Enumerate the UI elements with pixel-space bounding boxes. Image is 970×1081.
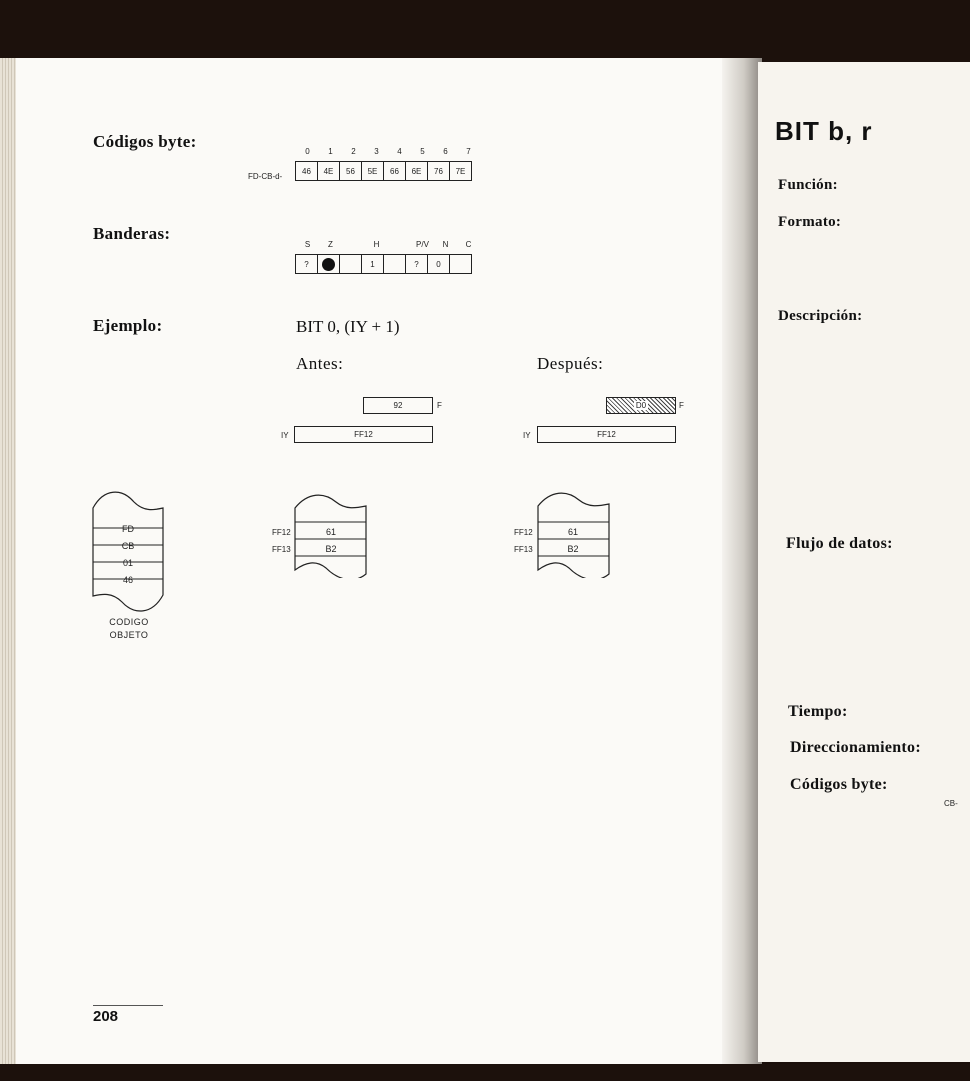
flag-name: N xyxy=(442,240,449,249)
column-number: 2 xyxy=(351,147,356,156)
descripcion-label: Descripción: xyxy=(778,308,863,324)
instruction-example: BIT 0, (IY + 1) xyxy=(296,317,400,336)
object-code-byte: FD xyxy=(122,524,134,534)
byte-code-cell: 7E xyxy=(449,161,472,181)
ejemplo-label: Ejemplo: xyxy=(93,316,163,335)
memory-value: 61 xyxy=(567,527,578,537)
memory-address: FF13 xyxy=(514,545,533,554)
object-code-byte: 46 xyxy=(122,575,133,585)
set-bit-dot-icon xyxy=(322,257,335,271)
memory-address: FF12 xyxy=(514,528,533,537)
iy-register-label: IY xyxy=(281,431,289,440)
antes-label: Antes: xyxy=(296,354,344,373)
column-number: 0 xyxy=(305,147,310,156)
byte-code-cell: 46 xyxy=(295,161,318,181)
iy-register-after: FF12 xyxy=(537,426,676,443)
direccionamiento-label: Direccionamiento: xyxy=(790,739,921,756)
right-page xyxy=(758,62,970,1062)
byte-code-cell: 56 xyxy=(339,161,362,181)
f-register-before: 92 xyxy=(363,397,433,414)
object-code-memory-outline xyxy=(92,491,164,612)
object-code-byte: CB xyxy=(121,541,135,551)
banderas-label: Banderas: xyxy=(93,224,171,243)
byte-code-cell: 5E xyxy=(361,161,384,181)
memory-before-outline xyxy=(294,494,367,578)
flag-name: Z xyxy=(328,240,333,249)
formato-label: Formato: xyxy=(778,214,842,230)
flag-cell-blank xyxy=(383,254,406,274)
page-number-rule xyxy=(93,1005,163,1006)
flag-cell-pv: ? xyxy=(405,254,428,274)
left-page xyxy=(8,58,750,1068)
page-number: 208 xyxy=(93,1008,119,1025)
memory-address: FF13 xyxy=(272,545,291,554)
memory-value: B2 xyxy=(325,544,337,554)
flag-name xyxy=(342,240,365,252)
memory-value: B2 xyxy=(567,544,579,554)
despues-label: Después: xyxy=(537,354,604,373)
column-number: 1 xyxy=(328,147,333,156)
background-bottom xyxy=(0,1064,970,1081)
byte-column-numbers: 0 1 2 3 4 5 6 7 xyxy=(296,147,480,159)
column-number: 5 xyxy=(420,147,425,156)
flag-cell-h: 1 xyxy=(361,254,384,274)
object-code-caption: OBJETO xyxy=(109,630,149,640)
flag-name: C xyxy=(465,240,472,249)
flag-cell-s: ? xyxy=(295,254,318,274)
flag-cell-z xyxy=(317,254,340,274)
memory-value: 61 xyxy=(325,527,336,537)
codigos-byte-right-label: Códigos byte: xyxy=(790,776,888,793)
codigos-byte-label: Códigos byte: xyxy=(93,132,197,151)
flag-name xyxy=(388,240,411,252)
column-number: 6 xyxy=(443,147,448,156)
byte-code-cell: 66 xyxy=(383,161,406,181)
iy-register-label: IY xyxy=(523,431,531,440)
tiempo-label: Tiempo: xyxy=(788,703,848,720)
f-register-after: D0 xyxy=(606,397,676,414)
column-number: 4 xyxy=(397,147,402,156)
cb-prefix-label: CB- xyxy=(944,799,958,808)
byte-code-cell: 4E xyxy=(317,161,340,181)
f-register-after-value: D0 xyxy=(633,401,649,410)
prefix-label: FD-CB-d- xyxy=(248,172,283,181)
background-top xyxy=(0,0,970,62)
flujo-label: Flujo de datos: xyxy=(786,535,893,552)
flag-name: P/V xyxy=(416,240,429,249)
flag-name: S xyxy=(304,240,311,249)
book-gutter xyxy=(722,58,762,1068)
f-register-label: F xyxy=(437,401,442,410)
flag-name: H xyxy=(373,240,380,249)
byte-code-cell: 6E xyxy=(405,161,428,181)
object-code-byte: 01 xyxy=(122,558,133,568)
memory-after-outline xyxy=(537,492,610,578)
iy-register-before: FF12 xyxy=(294,426,433,443)
byte-code-cell: 76 xyxy=(427,161,450,181)
column-number: 3 xyxy=(374,147,379,156)
f-register-label: F xyxy=(679,401,684,410)
flag-cell-c xyxy=(449,254,472,274)
flag-cell-n: 0 xyxy=(427,254,450,274)
flag-names: S Z H P/V N C xyxy=(296,240,480,252)
byte-code-table: 46 4E 56 5E 66 6E 76 7E xyxy=(295,161,472,181)
column-number: 7 xyxy=(466,147,471,156)
flags-register: ? 1 ? 0 xyxy=(295,254,472,274)
memory-address: FF12 xyxy=(272,528,291,537)
flag-cell-blank xyxy=(339,254,362,274)
right-page-title: BIT b, r xyxy=(775,116,873,146)
page-stack-edge xyxy=(0,58,16,1068)
funcion-label: Función: xyxy=(778,177,838,193)
object-code-caption: CODIGO xyxy=(109,617,149,627)
